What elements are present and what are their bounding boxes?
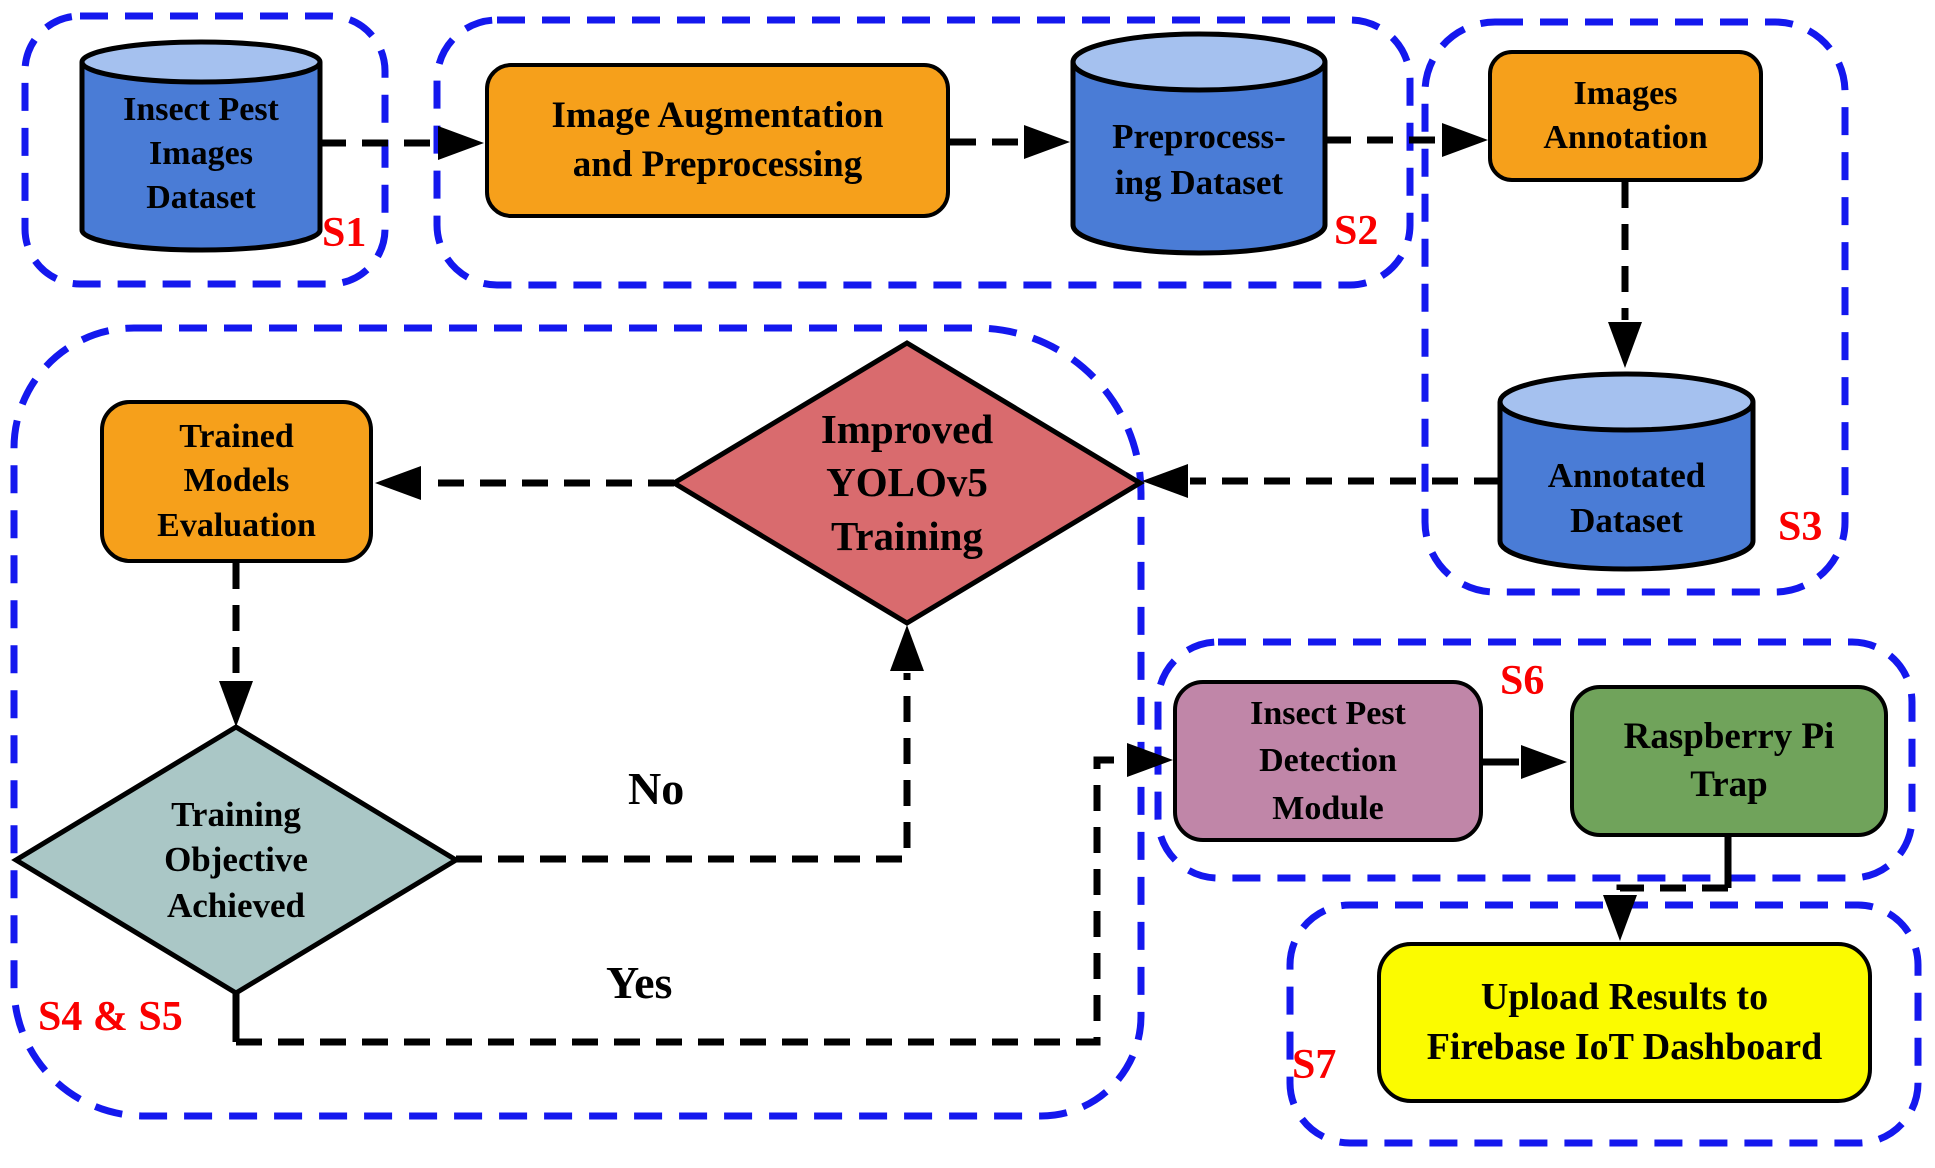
arrowhead <box>1024 125 1070 159</box>
step-tag-s2: S2 <box>1334 208 1379 254</box>
arrowhead <box>1142 464 1188 498</box>
process-insect-pest-detection-module: Insect Pest Detection Module <box>1173 680 1483 842</box>
arrowhead <box>1608 322 1642 368</box>
arrowhead <box>375 466 421 500</box>
region-s3-border <box>1421 18 1849 596</box>
decision-training-objective-achieved <box>11 724 461 996</box>
process-upload-results: Upload Results to Firebase IoT Dashboard <box>1377 942 1872 1103</box>
step-tag-s4-s5: S4 & S5 <box>38 994 183 1040</box>
connector-no-path <box>456 673 911 863</box>
step-tag-s3: S3 <box>1778 504 1823 550</box>
arrowhead <box>438 126 484 160</box>
step-tag-s6: S6 <box>1500 658 1545 704</box>
region-s6-border <box>1154 638 1916 882</box>
database-cylinder-preprocessing-dataset <box>1070 62 1328 256</box>
region-s7-border <box>1286 901 1922 1147</box>
arrowhead <box>1521 745 1567 779</box>
step-tag-s7: S7 <box>1292 1042 1337 1088</box>
decision-improved-yolov5-training <box>669 340 1145 626</box>
branch-label-no: No <box>628 763 685 814</box>
cylinder-top <box>79 39 323 85</box>
arrowhead <box>1442 123 1488 157</box>
cylinder-top <box>1497 371 1756 433</box>
step-tag-s1: S1 <box>322 210 367 256</box>
connector-yes-path <box>236 756 1125 1046</box>
region-s45-border <box>10 324 1145 1120</box>
database-cylinder-annotated-dataset <box>1497 402 1756 572</box>
process-trained-models-evaluation: Trained Models Evaluation <box>100 400 373 563</box>
database-cylinder-insect-pest-dataset <box>79 62 323 253</box>
region-s2-border <box>433 16 1414 289</box>
branch-label-yes: Yes <box>606 957 673 1008</box>
process-image-augmentation: Image Augmentation and Preprocessing <box>485 63 950 218</box>
process-images-annotation: Images Annotation <box>1488 50 1763 182</box>
arrowhead <box>890 625 924 671</box>
arrowhead <box>1603 895 1637 941</box>
cylinder-top <box>1070 31 1328 93</box>
arrowhead <box>1127 743 1173 777</box>
region-s1-border <box>21 12 389 288</box>
arrowhead <box>219 681 253 727</box>
process-raspberry-pi-trap: Raspberry Pi Trap <box>1570 685 1888 837</box>
connector-trap-to-upload <box>1616 884 1728 896</box>
